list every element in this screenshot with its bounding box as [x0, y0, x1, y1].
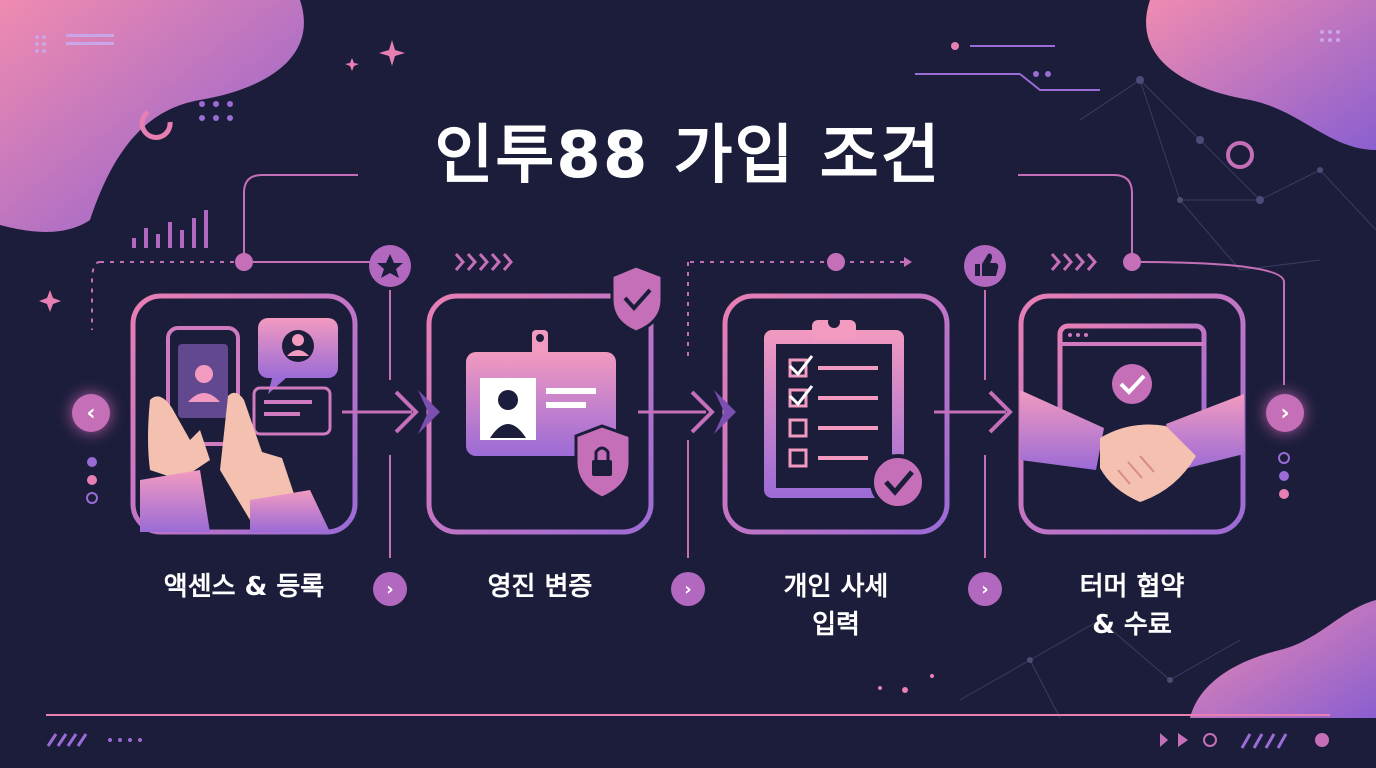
step-2-label-line-1: 영진 변증 [487, 572, 593, 602]
phone-registration-icon [140, 318, 338, 532]
page-title: 인투88 가입 조건 [434, 119, 942, 193]
step-1-label-line-1: 액센스 & 등록 [163, 572, 325, 602]
next-button[interactable]: › [1266, 394, 1304, 432]
star-badge [369, 245, 411, 287]
chevron-right-icon: › [684, 578, 692, 600]
id-badge-verification-icon [466, 264, 664, 500]
step-3-label-line-2: 입력 [812, 610, 860, 640]
corner-blob-bottom-right [1190, 600, 1376, 718]
prev-button[interactable]: ‹ [72, 394, 110, 432]
chevron-left-icon: ‹ [86, 400, 96, 426]
arrow-connector-3 [934, 390, 1013, 434]
thumbs-up-badge [964, 245, 1006, 287]
step-1-label: 액센스 & 등록 [124, 568, 364, 606]
chevron-right-icon: › [386, 578, 394, 600]
corner-blob-top-left [0, 0, 304, 232]
step-1-next-button[interactable]: › [373, 572, 407, 606]
step-3-label-line-1: 개인 사세 [783, 572, 889, 602]
chevron-right-icon: › [1280, 400, 1290, 426]
arrow-connector-1 [342, 390, 440, 434]
step-4-label: 터머 협약 & 수료 [1012, 568, 1252, 644]
step-3-label: 개인 사세 입력 [716, 568, 956, 644]
step-4-label-line-2: & 수료 [1092, 610, 1172, 640]
handshake-agreement-icon [1020, 323, 1244, 502]
step-3-next-button[interactable]: › [968, 572, 1002, 606]
clipboard-checklist-icon [764, 316, 926, 510]
corner-blob-top-right [1146, 0, 1376, 150]
step-4-label-line-1: 터머 협약 [1079, 572, 1185, 602]
step-2-next-button[interactable]: › [671, 572, 705, 606]
step-2-label: 영진 변증 [420, 568, 660, 606]
arrow-connector-2 [638, 390, 736, 434]
chevron-right-icon: › [981, 578, 989, 600]
step-frame-1 [130, 293, 358, 535]
